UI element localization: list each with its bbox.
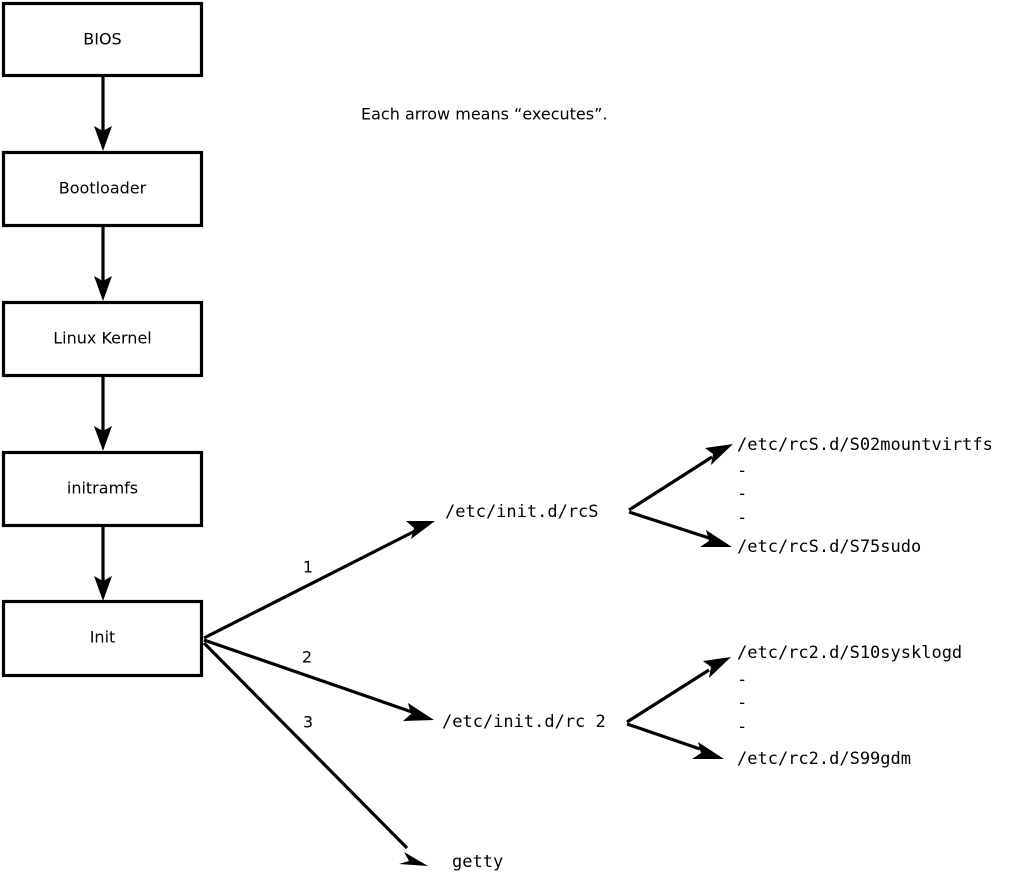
diagram-caption: Each arrow means “executes”. <box>361 105 607 124</box>
rcs-ellipsis-dash-3: - <box>737 508 747 528</box>
rcs-script-first: /etc/rcS.d/S02mountvirtfs <box>737 435 993 455</box>
node-bootloader: Bootloader <box>1 150 204 228</box>
node-linux-kernel: Linux Kernel <box>1 300 204 378</box>
node-init-rect <box>1 599 204 678</box>
node-bios-rect <box>1 1 204 78</box>
arrow-kernel-to-initramfs <box>94 376 112 451</box>
node-bootloader-rect <box>1 150 204 228</box>
arrow-rcs-to-last-script <box>628 510 732 547</box>
arrow-init-to-getty <box>202 641 428 866</box>
rc2-ellipsis-dash-2: - <box>737 693 747 713</box>
rc2-ellipsis-dash-1: - <box>737 670 747 690</box>
node-init: Init <box>1 599 204 678</box>
rcs-ellipsis-dash-1: - <box>737 461 747 481</box>
node-linux-kernel-label: Linux Kernel <box>53 329 151 348</box>
node-initramfs-label: initramfs <box>67 479 138 498</box>
node-init-label: Init <box>90 628 116 647</box>
node-getty-text: getty <box>452 852 503 872</box>
node-initramfs: initramfs <box>1 450 204 528</box>
rcs-script-last: /etc/rcS.d/S75sudo <box>737 537 921 557</box>
arrow-rc2-to-last-script <box>626 722 724 759</box>
node-bios-label: BIOS <box>83 30 121 49</box>
node-bootloader-label: Bootloader <box>59 179 147 198</box>
edge-label-2: 2 <box>302 648 312 667</box>
arrow-init-to-rc2 <box>203 638 434 721</box>
node-init-d-rcs-label: /etc/init.d/rcS <box>445 502 599 522</box>
arrow-rc2-to-first-script <box>626 657 731 724</box>
arrow-bootloader-to-kernel <box>94 226 112 301</box>
node-linux-kernel-rect <box>1 300 204 378</box>
edge-label-1: 1 <box>303 558 313 577</box>
arrow-initramfs-to-init <box>94 526 112 601</box>
rc2-script-last: /etc/rc2.d/S99gdm <box>737 749 911 769</box>
rcs-ellipsis-dash-2: - <box>737 484 747 504</box>
rc2-script-first: /etc/rc2.d/S10sysklogd <box>737 643 962 663</box>
rc2-ellipsis-dash-3: - <box>737 717 747 737</box>
node-init-d-rc2-label: /etc/init.d/rc 2 <box>442 712 606 732</box>
node-initramfs-rect <box>1 450 204 528</box>
arrow-bios-to-bootloader <box>94 77 112 151</box>
edge-label-3: 3 <box>303 713 313 732</box>
node-bios: BIOS <box>1 1 204 78</box>
arrow-rcs-to-first-script <box>628 444 733 512</box>
arrow-init-to-rcs <box>203 521 435 640</box>
